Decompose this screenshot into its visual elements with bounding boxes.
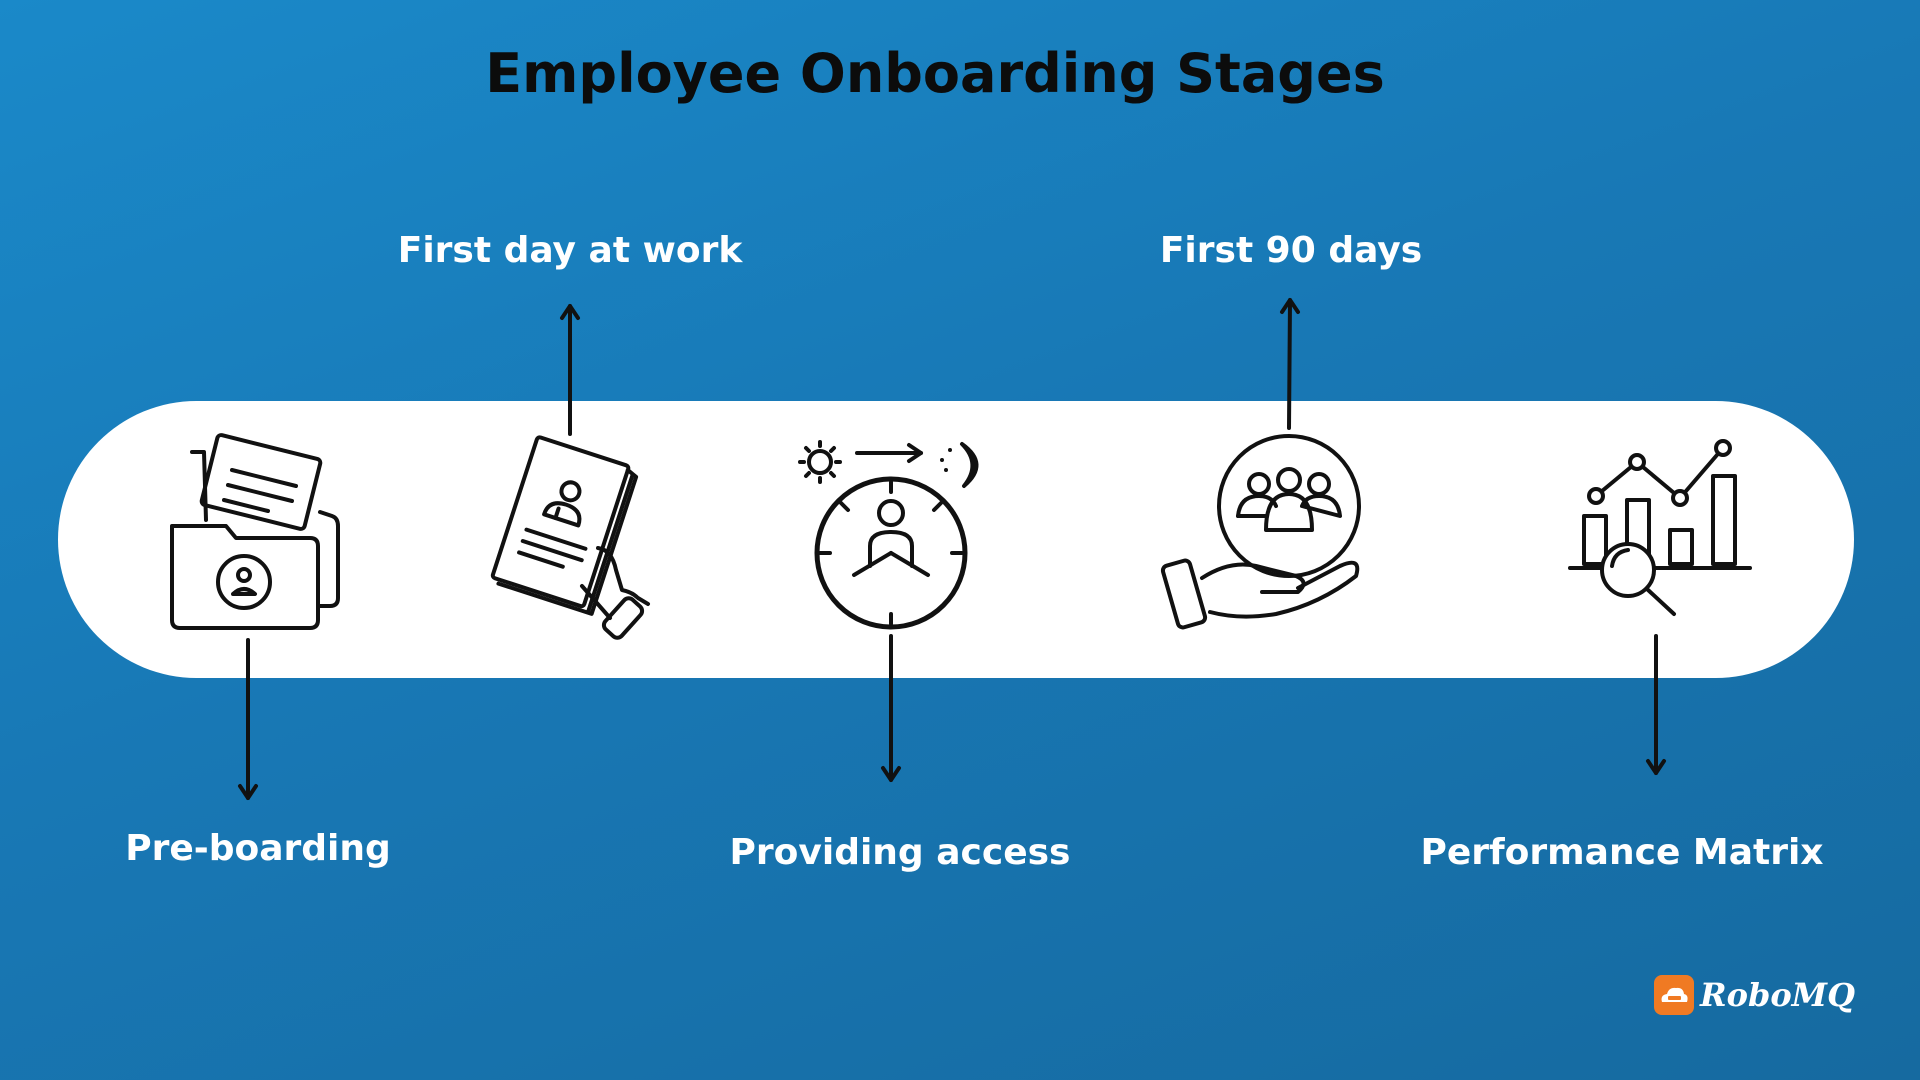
arrow-first-day: [560, 304, 580, 436]
timeline-band: [58, 401, 1854, 678]
arrow-pre-boarding: [238, 638, 258, 800]
stage-label-first-day: First day at work: [397, 230, 743, 271]
robomq-logo: RoboMQ: [1654, 974, 1855, 1016]
robomq-logo-text: RoboMQ: [1700, 976, 1855, 1014]
stage-label-pre-boarding: Pre-boarding: [125, 828, 391, 869]
stage-label-first-90-days: First 90 days: [1159, 230, 1423, 271]
robomq-logo-icon: [1654, 975, 1694, 1015]
arrow-performance-matrix: [1646, 634, 1666, 775]
day-night-clock-icon: [798, 440, 979, 630]
stage-label-performance-matrix: Performance Matrix: [1420, 832, 1824, 873]
handbook-icon: [490, 435, 650, 640]
stage-label-providing-access: Providing access: [729, 832, 1071, 873]
folder-user-icon: [170, 433, 340, 630]
arrow-providing-access: [881, 634, 901, 782]
arrow-first-90-days: [1280, 298, 1300, 430]
team-in-hand-icon: [1160, 434, 1361, 630]
diagram-title: Employee Onboarding Stages: [485, 42, 1385, 105]
analytics-magnifier-icon: [1568, 439, 1752, 616]
